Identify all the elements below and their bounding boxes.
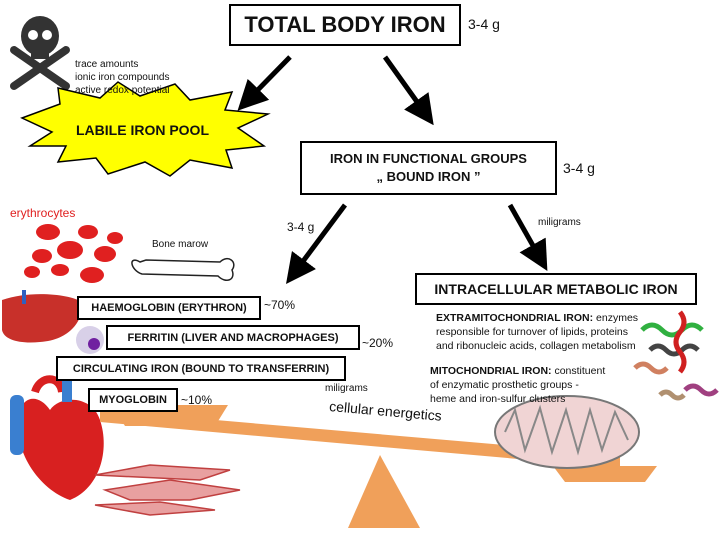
- labile-notes: trace amounts ionic iron compounds activ…: [75, 58, 170, 97]
- mito-line-2: of enzymatic prosthetic groups -: [430, 379, 579, 391]
- ferritin-pct: ~20%: [362, 336, 394, 350]
- functional-groups-line1: IRON IN FUNCTIONAL GROUPS: [330, 151, 527, 166]
- total-body-iron-box: TOTAL BODY IRON: [229, 4, 461, 46]
- haemoglobin-label: HAEMOGLOBIN (ERYTHRON): [91, 302, 247, 314]
- heart-icon: [10, 375, 104, 500]
- erythrocytes-icon: [24, 224, 123, 283]
- ferritin-label: FERRITIN (LIVER AND MACROPHAGES): [127, 331, 339, 344]
- labile-iron-pool-label: LABILE IRON POOL: [76, 122, 209, 138]
- labile-note-1: trace amounts: [75, 59, 139, 70]
- labile-star: [20, 81, 271, 177]
- total-body-iron-amount: 3-4 g: [468, 16, 500, 32]
- total-body-iron-label: TOTAL BODY IRON: [244, 12, 446, 37]
- labile-note-2: ionic iron compounds: [75, 72, 170, 83]
- left-units: miligrams: [325, 383, 368, 394]
- haemoglobin-pct: ~70%: [264, 298, 296, 312]
- balance-fulcrum: [348, 455, 420, 528]
- balance-beam: [100, 410, 620, 468]
- left-arrow-amount: 3-4 g: [287, 220, 315, 234]
- ferritin-box: FERRITIN (LIVER AND MACROPHAGES): [106, 325, 360, 350]
- mitochondrion-icon: [494, 395, 640, 469]
- myoglobin-pct: ~10%: [181, 393, 213, 407]
- bone-icon: [131, 258, 235, 281]
- liver-icon: [2, 290, 104, 354]
- muscle-icon: [94, 464, 241, 516]
- mito-line-3: heme and iron-sulfur clusters: [430, 393, 566, 405]
- extra-line-1: enzymes: [593, 312, 639, 324]
- protein-helix-icon: [633, 310, 719, 401]
- mitochondrial-head: MITOCHONDRIAL IRON:: [430, 365, 552, 377]
- arrow-to-haemoglobin: [286, 203, 348, 285]
- skull-icon: [10, 16, 70, 90]
- functional-groups-line2: „ BOUND IRON ”: [376, 169, 481, 184]
- erythrocytes-label: erythrocytes: [10, 206, 76, 220]
- circulating-iron-label: CIRCULATING IRON (BOUND TO TRANSFERRIN): [72, 362, 330, 375]
- right-pan: [553, 466, 657, 482]
- mito-line-1: constituent: [551, 365, 606, 377]
- right-arrow-amount: miligrams: [538, 217, 581, 228]
- myoglobin-label: MYOGLOBIN: [99, 394, 167, 406]
- circulating-iron-box: CIRCULATING IRON (BOUND TO TRANSFERRIN): [56, 356, 346, 381]
- mitochondrial-text: MITOCHONDRIAL IRON: constituent of enzym…: [430, 364, 605, 406]
- myoglobin-box: MYOGLOBIN: [88, 388, 178, 412]
- extra-line-3: and ribonucleic acids, collagen metaboli…: [436, 340, 636, 352]
- extra-line-2: responsible for turnover of lipids, prot…: [436, 326, 629, 338]
- intracellular-box: INTRACELLULAR METABOLIC IRON: [415, 273, 697, 305]
- labile-note-3: active redox potential: [75, 85, 170, 96]
- bone-marrow-label: Bone marow: [152, 239, 209, 250]
- extramitochondrial-text: EXTRAMITOCHONDRIAL IRON: enzymes respons…: [436, 311, 638, 353]
- functional-groups-amount: 3-4 g: [563, 160, 595, 176]
- haemoglobin-box: HAEMOGLOBIN (ERYTHRON): [77, 296, 261, 320]
- arrow-to-intracellular: [507, 203, 548, 272]
- arrow-to-functional: [382, 55, 434, 126]
- intracellular-title: INTRACELLULAR METABOLIC IRON: [434, 281, 678, 297]
- arrow-to-labile: [237, 55, 292, 111]
- functional-groups-box: IRON IN FUNCTIONAL GROUPS „ BOUND IRON ”: [300, 141, 557, 195]
- extramitochondrial-head: EXTRAMITOCHONDRIAL IRON:: [436, 312, 594, 324]
